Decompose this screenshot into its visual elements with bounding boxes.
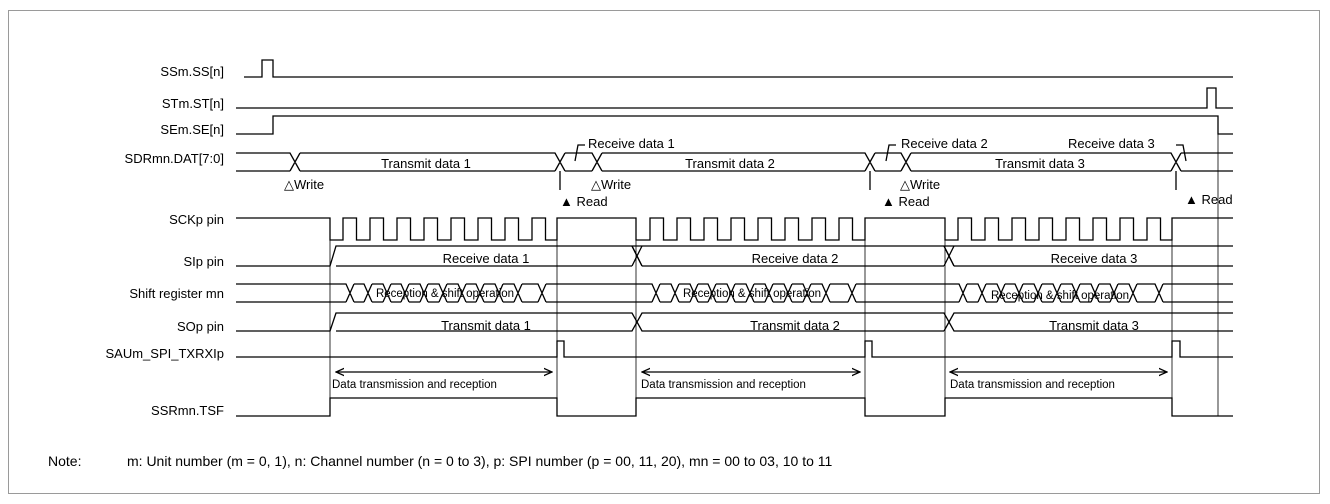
signal-label-shift-register: Shift register mn [129, 286, 224, 301]
phase-label-3: Data transmission and reception [950, 379, 1115, 391]
phase-labels: Data transmission and reception Data tra… [332, 379, 1115, 391]
phase-label-2: Data transmission and reception [641, 379, 806, 391]
note-prefix: Note: [48, 453, 81, 469]
sckp-clock-wave [236, 217, 1233, 241]
reference-lines [329, 134, 1219, 416]
signal-label-saum-spi-txrxip: SAUm_SPI_TXRXIp [106, 346, 225, 361]
ssrmn-tsf-wave [236, 397, 1233, 417]
sip-receive-data-3: Receive data 3 [1051, 251, 1138, 266]
callout-leader-3 [1176, 144, 1187, 162]
sop-labels: Transmit data 1 Transmit data 2 Transmit… [441, 318, 1139, 333]
signal-label-stm-st: STm.ST[n] [162, 96, 224, 111]
shift-labels: Reception & shift operation Reception & … [376, 288, 1129, 302]
sop-wave [236, 312, 1233, 332]
write-marker-2: △Write [591, 177, 631, 192]
shift-operation-1: Reception & shift operation [376, 288, 514, 300]
phase-label-1: Data transmission and reception [332, 379, 497, 391]
sip-receive-data-2: Receive data 2 [752, 251, 839, 266]
callout-leader-1 [574, 144, 585, 162]
sop-transmit-data-1: Transmit data 1 [441, 318, 531, 333]
read-marker-3: ▲ Read [1185, 192, 1233, 207]
callout-receive-data-2: Receive data 2 [901, 136, 988, 151]
read-markers: ▲ Read ▲ Read ▲ Read [560, 192, 1233, 209]
sdr-bus [236, 152, 1233, 172]
signal-label-sem-se: SEm.SE[n] [160, 122, 224, 137]
read-marker-1: ▲ Read [560, 194, 608, 209]
signal-label-sckp-pin: SCKp pin [169, 212, 224, 227]
signal-label-ssm-ss: SSm.SS[n] [160, 64, 224, 79]
sdr-transmit-data-1: Transmit data 1 [381, 156, 471, 171]
sop-transmit-data-3: Transmit data 3 [1049, 318, 1139, 333]
sdr-transmit-data-2: Transmit data 2 [685, 156, 775, 171]
write-markers: △Write △Write △Write [284, 177, 940, 192]
sem-se-wave [236, 115, 1233, 135]
signal-label-ssrmn-tsf: SSRmn.TSF [151, 403, 224, 418]
signal-label-sip-pin: SIp pin [184, 254, 224, 269]
shift-operation-3: Reception & shift operation [991, 290, 1129, 302]
stm-st-wave [236, 87, 1233, 109]
signal-labels: SSm.SS[n] STm.ST[n] SEm.SE[n] SDRmn.DAT[… [106, 64, 225, 418]
sop-transmit-data-2: Transmit data 2 [750, 318, 840, 333]
txrxi-pulses [236, 340, 1233, 358]
signal-label-sop-pin: SOp pin [177, 319, 224, 334]
sip-labels: Receive data 1 Receive data 2 Receive da… [443, 251, 1138, 266]
sip-receive-data-1: Receive data 1 [443, 251, 530, 266]
receive-callouts: Receive data 1 Receive data 2 Receive da… [588, 136, 1155, 151]
callout-receive-data-3: Receive data 3 [1068, 136, 1155, 151]
signal-label-sdrmn-dat: SDRmn.DAT[7:0] [125, 151, 224, 166]
shift-register-bus [236, 283, 1233, 303]
callout-leader-2 [885, 144, 896, 162]
sdr-transmit-data-3: Transmit data 3 [995, 156, 1085, 171]
sip-crossings [631, 245, 955, 267]
ssm-ss-wave [244, 59, 1233, 78]
waveforms [236, 59, 1233, 417]
diagram-frame [8, 10, 1320, 494]
read-marker-2: ▲ Read [882, 194, 930, 209]
sdr-labels: Transmit data 1 Transmit data 2 Transmit… [381, 156, 1085, 171]
callout-receive-data-1: Receive data 1 [588, 136, 675, 151]
write-marker-3: △Write [900, 177, 940, 192]
write-marker-1: △Write [284, 177, 324, 192]
note-text: m: Unit number (m = 0, 1), n: Channel nu… [127, 453, 833, 469]
shift-operation-2: Reception & shift operation [683, 288, 821, 300]
sdr-read-ticks [559, 171, 1177, 190]
